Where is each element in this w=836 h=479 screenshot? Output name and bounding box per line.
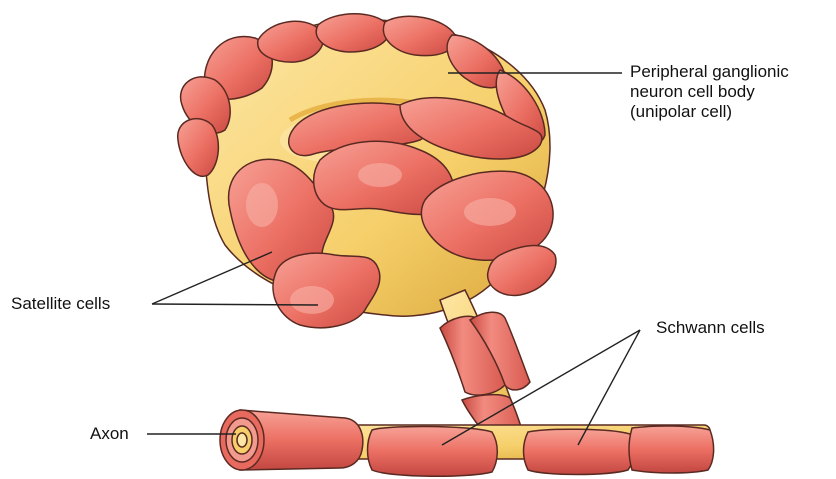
cell-body-label-line-2: neuron cell body	[630, 82, 789, 102]
satellite-cell	[258, 21, 323, 62]
satellite-cell	[316, 14, 389, 52]
satellite-cells-label: Satellite cells	[11, 294, 110, 314]
cell-body-label: Peripheral ganglionic neuron cell body (…	[630, 62, 789, 122]
schwann-cells-label: Schwann cells	[656, 318, 765, 338]
satellite-cell	[178, 119, 219, 177]
cell-body-label-line-1: Peripheral ganglionic	[630, 62, 789, 82]
axon-stalk	[440, 290, 530, 440]
leader-line-satellite-1	[152, 252, 272, 304]
cell-body-label-line-3: (unipolar cell)	[630, 102, 789, 122]
axon	[220, 410, 714, 476]
schwann-cell	[524, 429, 634, 474]
axon-label: Axon	[90, 424, 129, 444]
schwann-cell	[368, 426, 498, 476]
leader-line-satellite-2	[152, 304, 318, 305]
schwann-cell	[629, 426, 714, 473]
